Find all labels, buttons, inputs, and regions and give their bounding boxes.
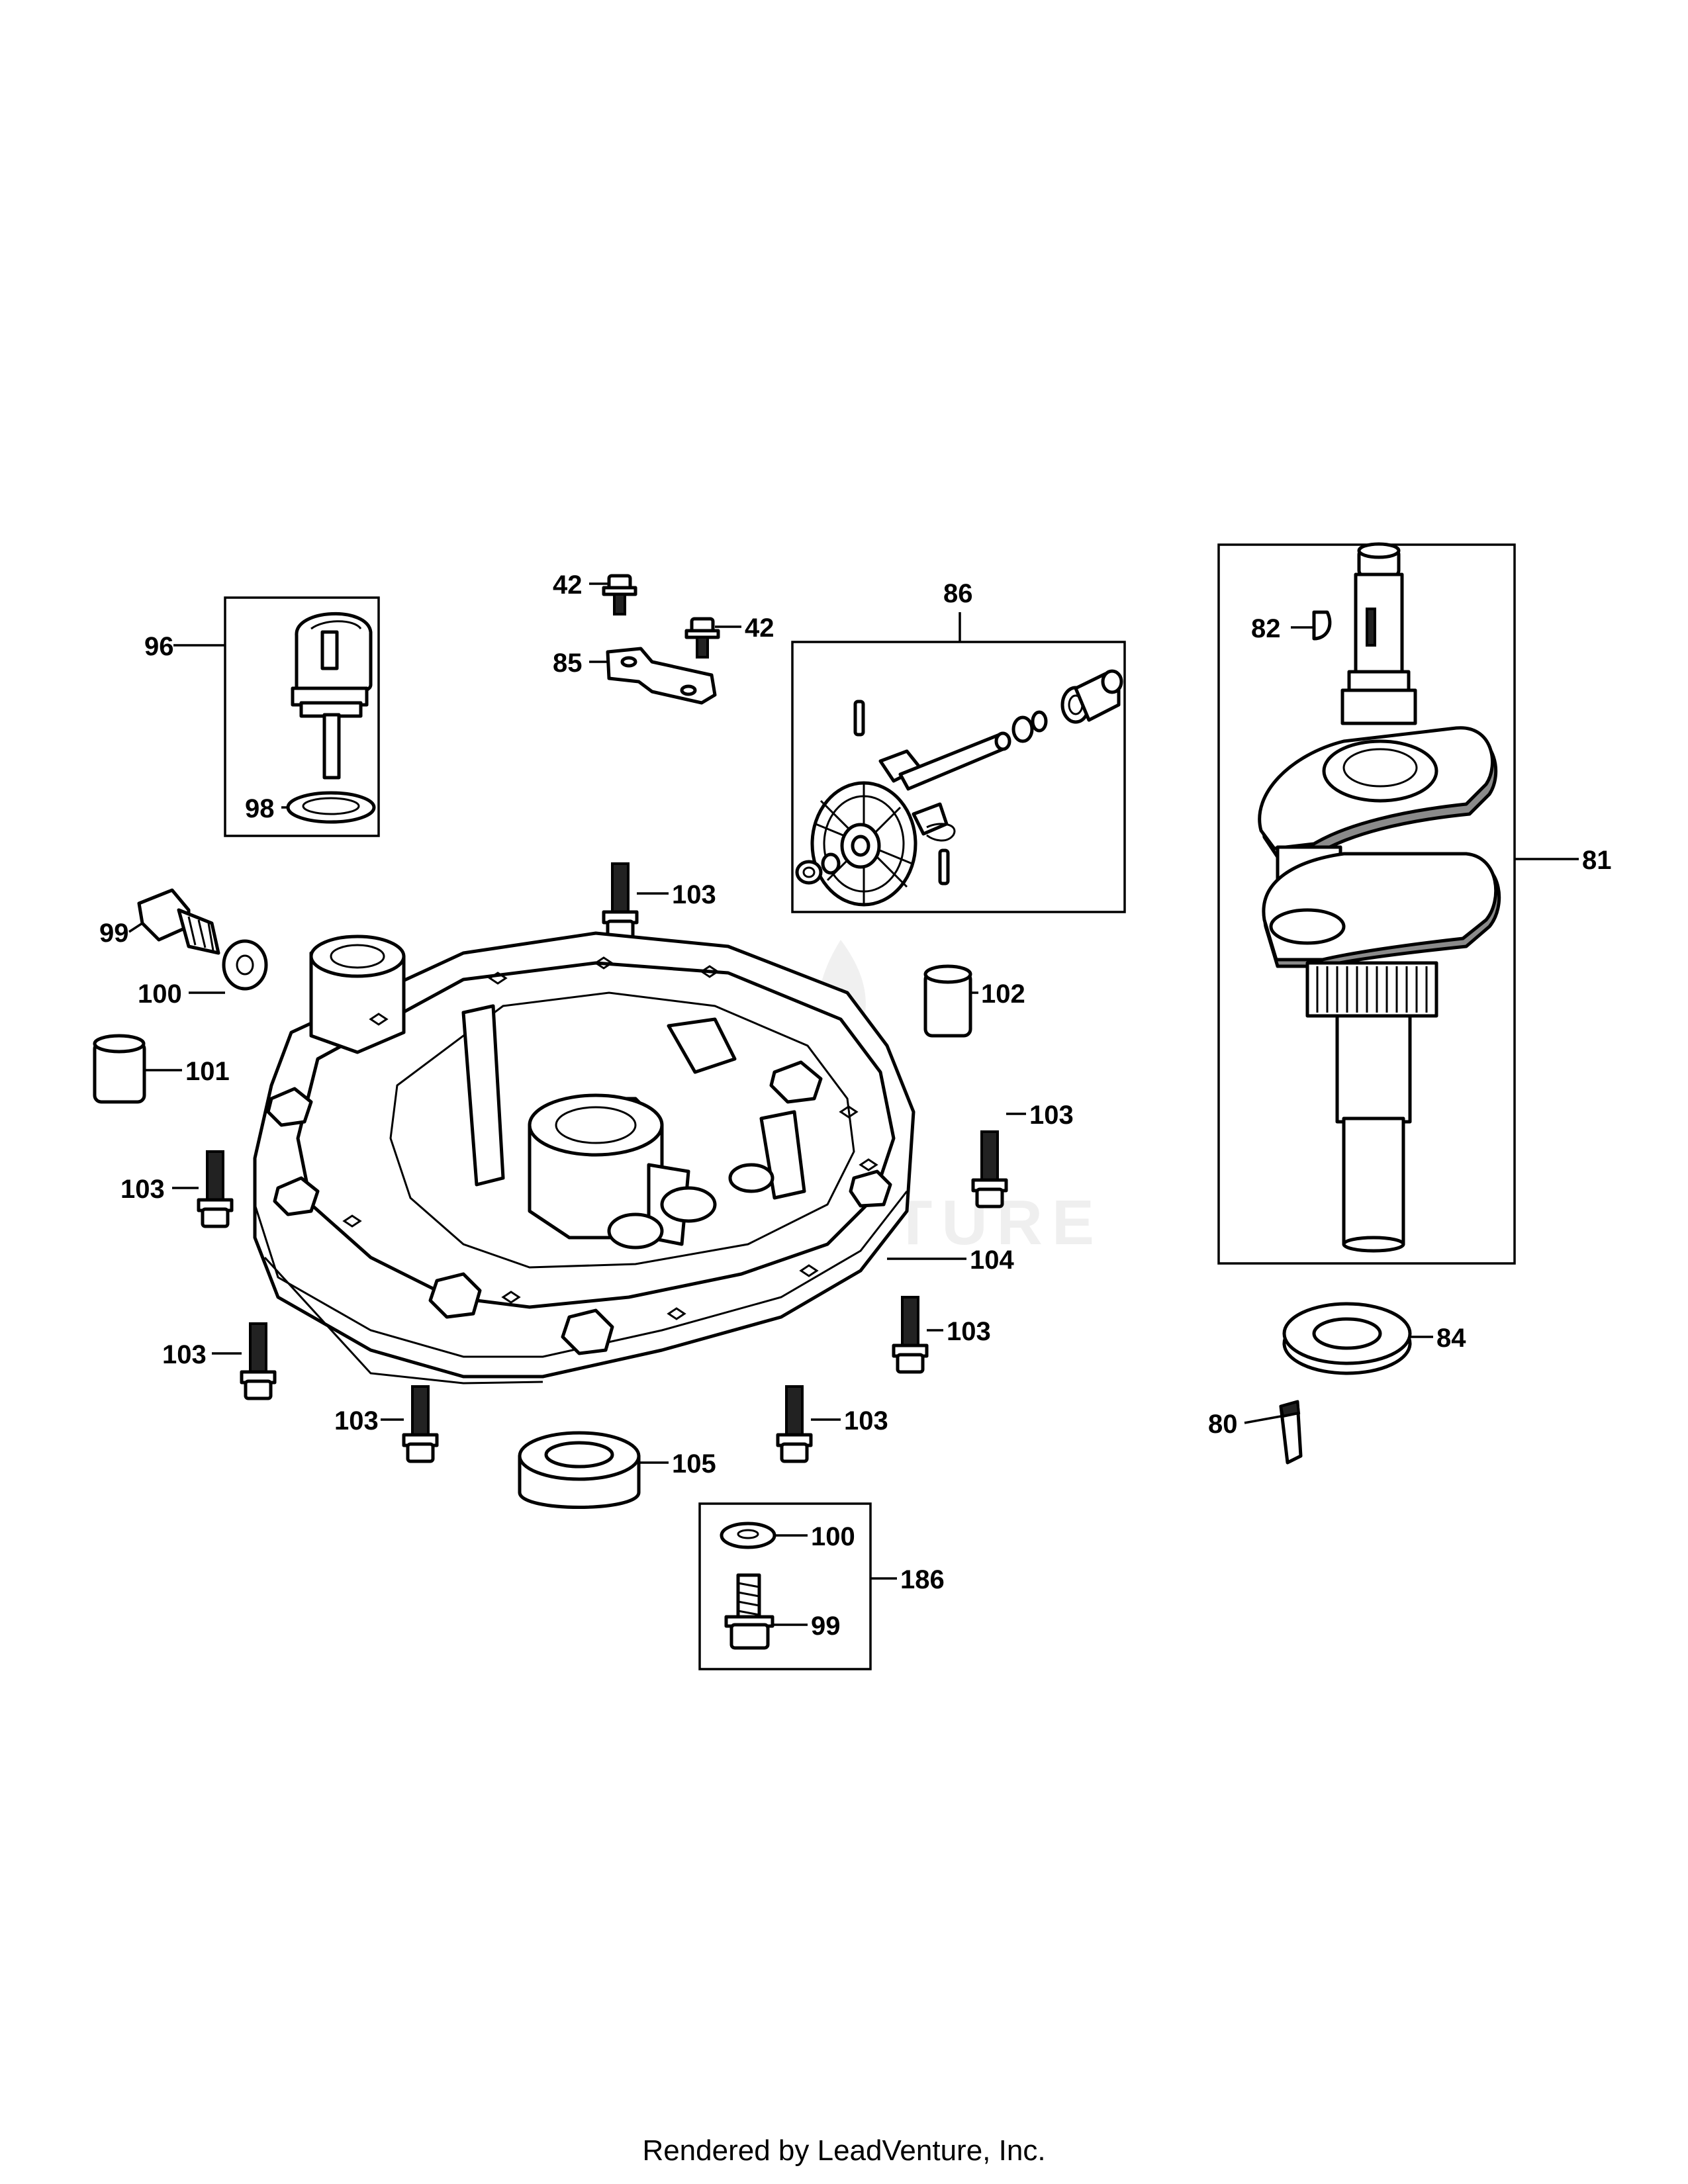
callout-103-right: 103 [1029,1101,1074,1130]
callout-105: 105 [672,1449,716,1479]
dipstick-seal-icon [286,791,376,824]
callout-81: 81 [1582,846,1612,875]
callout-100-left: 100 [138,979,182,1009]
washer-100-icon [222,939,268,991]
kit-bolt-99-icon [724,1573,774,1650]
callout-42-lower: 42 [745,614,774,643]
callout-85: 85 [553,649,583,678]
dowel-102-icon [923,964,972,1038]
callout-82: 82 [1251,614,1281,643]
callout-103-bottom-right: 103 [844,1406,888,1435]
callout-103-bottom: 103 [334,1406,379,1435]
callout-102: 102 [981,979,1025,1009]
bolt-42-lower-icon [684,617,720,659]
bolt-103-bottom-icon [402,1385,439,1463]
crankcase-sump-icon [253,931,915,1385]
governor-assembly-icon [795,669,1123,907]
bolt-42-upper-icon [602,574,637,615]
group-frame-186 [698,1502,872,1670]
bolt-103-lower-left-icon [240,1322,277,1400]
callout-42-upper: 42 [553,570,583,600]
callout-99-kit: 99 [811,1612,841,1641]
footer-credit: Rendered by LeadVenture, Inc. [642,2134,1046,2167]
callout-103-lower-left: 103 [162,1340,207,1369]
leader-lines [128,582,1579,1626]
dowel-101-icon [93,1034,146,1104]
bolt-103-left-icon [197,1150,234,1228]
governor-bracket-icon [606,647,717,705]
callout-104: 104 [970,1246,1014,1275]
callout-96: 96 [144,632,174,661]
callout-103-left: 103 [120,1175,165,1204]
woodruff-key-82-icon [1312,610,1332,641]
kit-washer-100-icon [720,1522,776,1549]
key-80-icon [1279,1400,1303,1465]
bolt-99-icon [137,888,220,955]
group-frame-86 [791,641,1126,913]
callout-99-left: 99 [99,919,129,948]
crankshaft-icon [1258,542,1501,1253]
bolt-103-mid-right-icon [892,1296,929,1374]
group-frame-96 [224,596,380,837]
callout-103-top: 103 [672,880,716,909]
callout-84: 84 [1436,1324,1466,1353]
callout-101: 101 [185,1057,230,1086]
callout-100-kit: 100 [811,1522,855,1551]
bolt-103-bottom-right-icon [776,1385,813,1463]
callout-98: 98 [245,794,275,823]
bolt-103-right-icon [971,1130,1008,1208]
oil-seal-84-icon [1282,1302,1412,1375]
dipstick-cap-icon [291,612,373,780]
bolt-103-top-icon [602,862,639,940]
callout-186: 186 [900,1565,945,1594]
callout-103-mid-right: 103 [947,1317,991,1346]
oil-seal-105-icon [518,1431,641,1509]
callout-80: 80 [1208,1410,1238,1439]
callout-86: 86 [943,579,973,608]
